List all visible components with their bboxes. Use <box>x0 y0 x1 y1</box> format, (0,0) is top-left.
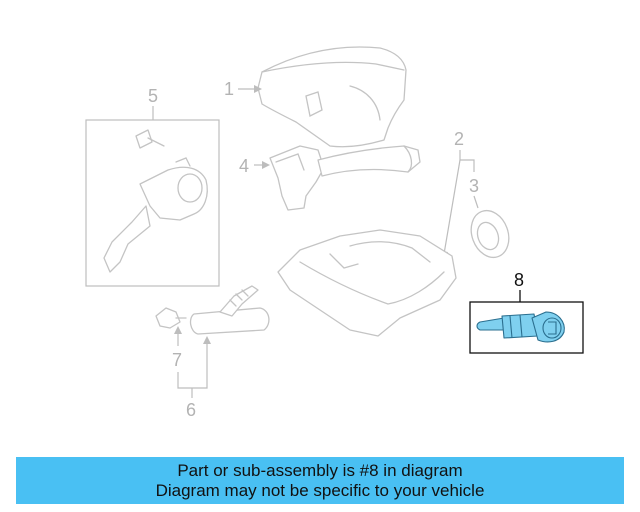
banner-line-1: Part or sub-assembly is #8 in diagram <box>177 460 463 480</box>
part-7-small-fitting <box>155 307 187 329</box>
part-3-ring <box>470 209 510 259</box>
leader-6 <box>177 344 208 389</box>
parts-diagram: 1 4 5 2 3 <box>85 46 584 420</box>
leader-6-arrow <box>203 336 211 344</box>
part-5-switch-assembly <box>103 129 208 273</box>
callout-6: 6 <box>186 400 196 420</box>
callout-1: 1 <box>224 79 234 99</box>
part-6-lock-cylinder-housing <box>189 285 270 335</box>
part-5-box <box>85 119 220 287</box>
leader-1-arrow <box>254 85 262 93</box>
leader-2 <box>443 159 461 255</box>
part-1-upper-column-cover <box>257 46 407 148</box>
leader-7-arrow <box>174 326 182 334</box>
callout-8: 8 <box>514 270 524 290</box>
part-2-lower-column-cover <box>277 229 457 337</box>
info-banner: Part or sub-assembly is #8 in diagram Di… <box>16 457 624 504</box>
leader-3 <box>473 195 479 209</box>
callout-5: 5 <box>148 86 158 106</box>
leader-2-3 <box>459 150 475 172</box>
callout-4: 4 <box>239 156 249 176</box>
part-8-box <box>469 301 584 354</box>
callout-3: 3 <box>469 176 479 196</box>
leader-4-arrow <box>262 161 270 169</box>
callout-2: 2 <box>454 129 464 149</box>
banner-line-2: Diagram may not be specific to your vehi… <box>155 480 485 500</box>
part-8-lock-cylinder[interactable] <box>476 311 565 343</box>
part-4-combination-switch <box>269 145 421 211</box>
callout-7: 7 <box>172 350 182 370</box>
